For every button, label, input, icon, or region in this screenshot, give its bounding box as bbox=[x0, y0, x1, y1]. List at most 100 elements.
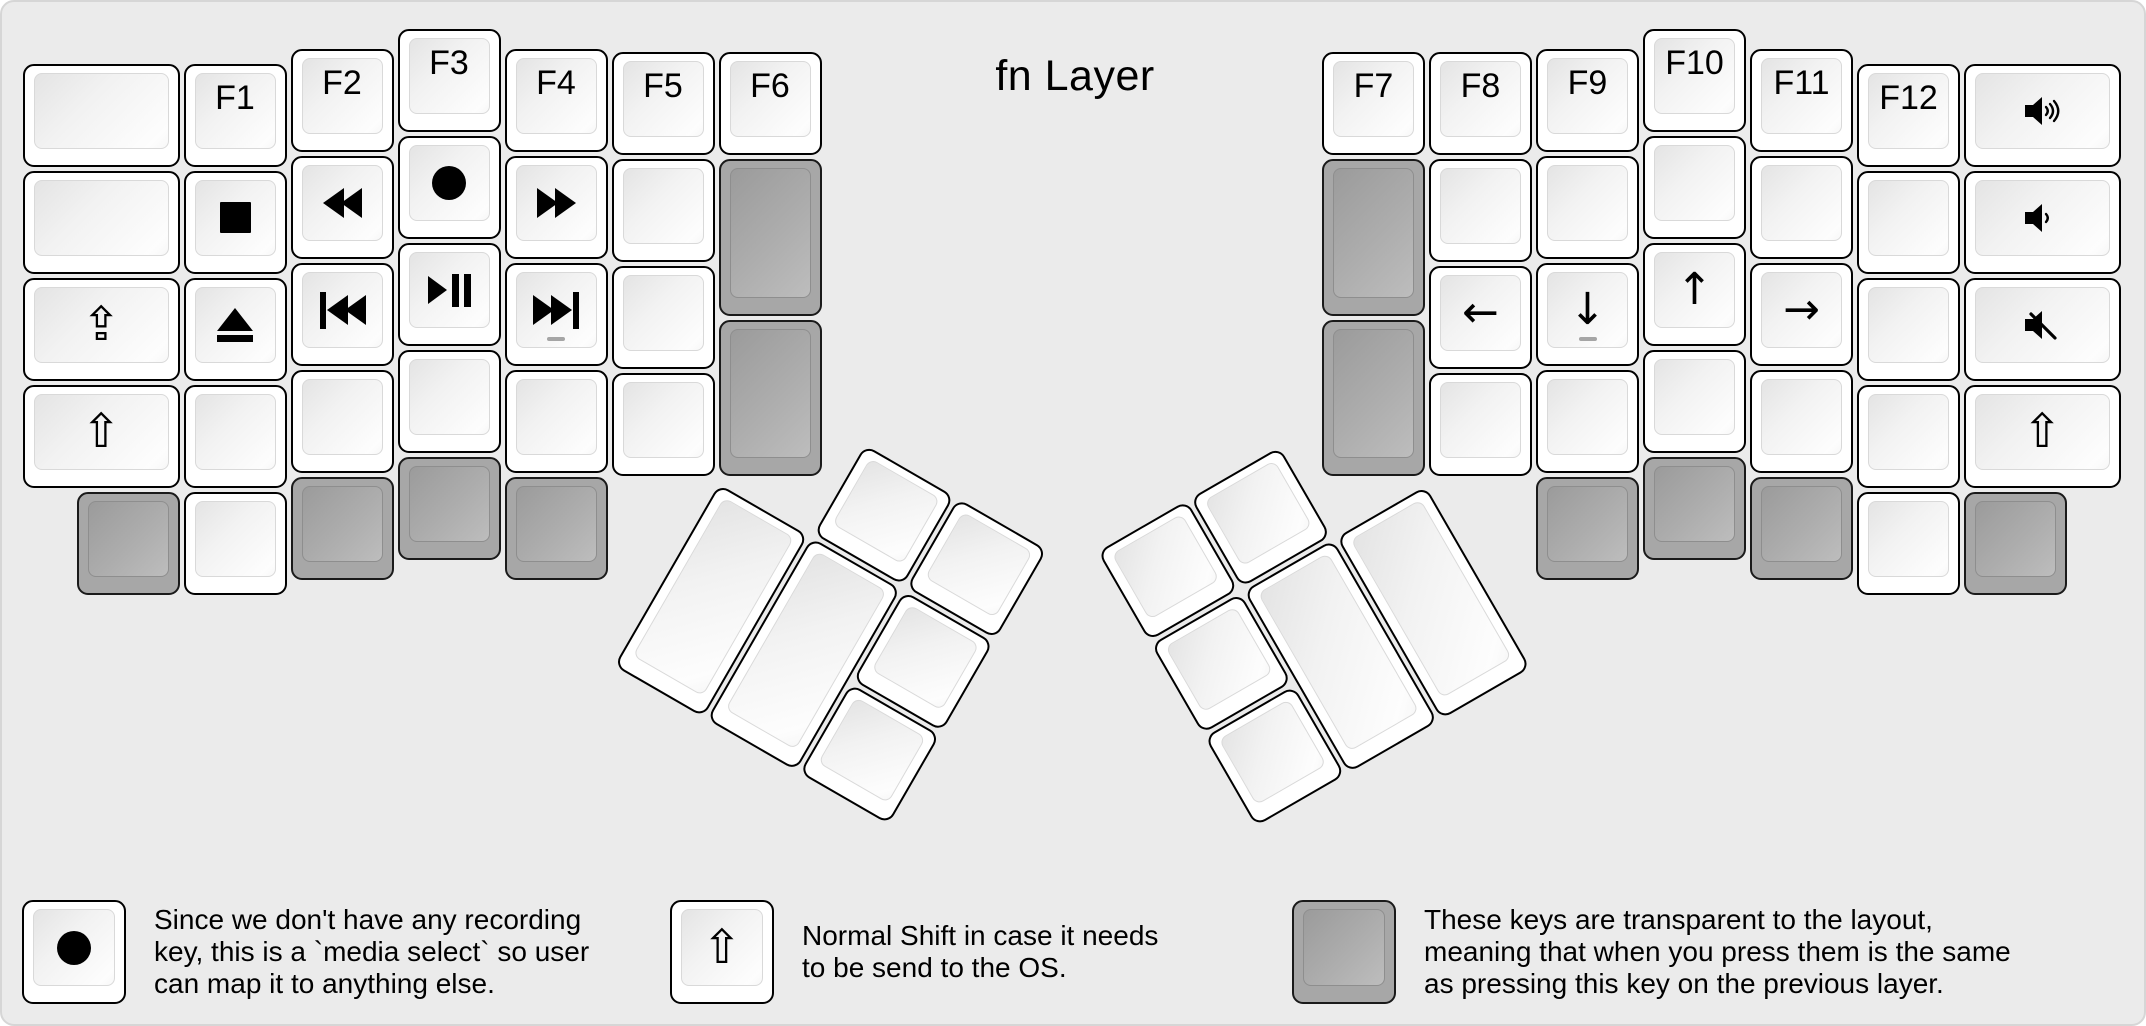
key-blank-r2c0-left[interactable] bbox=[23, 170, 180, 274]
key-blank-r4c11-right[interactable] bbox=[1750, 370, 1853, 474]
key-shift-right[interactable]: ⇧ bbox=[1964, 384, 2121, 488]
key-label: F4 bbox=[536, 64, 576, 103]
key-transparent-c4-left[interactable] bbox=[504, 477, 608, 581]
left-arrow-icon: ← bbox=[1462, 287, 1499, 338]
key-stop[interactable] bbox=[183, 170, 287, 274]
key-blank-r4c3-left[interactable] bbox=[397, 350, 501, 453]
key-rewind[interactable] bbox=[290, 156, 394, 260]
key-label: F11 bbox=[1773, 64, 1830, 103]
key-blank-r3c5-left[interactable] bbox=[611, 266, 715, 369]
key-f2[interactable]: F2 bbox=[290, 49, 394, 153]
key-transparent-c6-lower[interactable] bbox=[718, 319, 822, 476]
key-blank-r4c1-left[interactable] bbox=[183, 384, 287, 488]
key-cap bbox=[194, 500, 276, 577]
key-blank-r5c12-right[interactable] bbox=[1857, 491, 1960, 595]
legend-text-normal-shift: Normal Shift in case it needs to be send… bbox=[802, 920, 1158, 984]
key-f3[interactable]: F3 bbox=[397, 29, 501, 132]
key-blank-r5c1-left[interactable] bbox=[183, 491, 287, 595]
key-f12[interactable]: F12 bbox=[1857, 63, 1960, 167]
key-cap bbox=[1868, 500, 1949, 577]
key-cap bbox=[515, 379, 597, 456]
key-f6[interactable]: F6 bbox=[718, 52, 822, 155]
key-blank-r2c5-left[interactable] bbox=[611, 159, 715, 262]
key-blank-r2c12-right[interactable] bbox=[1857, 170, 1960, 274]
homing-bar bbox=[1578, 337, 1597, 342]
legend-line: Since we don't have any recording bbox=[154, 904, 582, 935]
key-transparent-c6-upper[interactable] bbox=[718, 159, 822, 316]
key-transparent-c10-right[interactable] bbox=[1643, 457, 1746, 560]
key-transparent-c3-left[interactable] bbox=[397, 457, 501, 560]
right-arrow-icon: → bbox=[1783, 284, 1820, 336]
key-transparent-bottom-left[interactable] bbox=[76, 491, 180, 595]
key-label: F9 bbox=[1567, 64, 1608, 103]
key-transparent-c2-left[interactable] bbox=[290, 477, 394, 581]
down-arrow-icon: ↓ bbox=[1569, 284, 1606, 336]
key-f8[interactable]: F8 bbox=[1429, 52, 1532, 155]
key-blank-r4c2-left[interactable] bbox=[290, 370, 394, 474]
legend-line: meaning that when you press them is the … bbox=[1424, 936, 2011, 967]
legend-line: can map it to anything else. bbox=[154, 968, 495, 999]
key-f1[interactable]: F1 bbox=[183, 63, 287, 167]
key-blank-r1c0-left[interactable] bbox=[23, 63, 180, 167]
key-cap bbox=[194, 179, 276, 256]
shift-icon: ⇧ bbox=[2022, 404, 2062, 460]
key-transparent-c11-right[interactable] bbox=[1750, 477, 1853, 581]
key-blank-r4c10-right[interactable] bbox=[1643, 350, 1746, 453]
key-transparent-c7-upper[interactable] bbox=[1322, 159, 1425, 316]
key-arrow-down[interactable]: ↓ bbox=[1536, 263, 1639, 367]
key-blank-r2c11-right[interactable] bbox=[1750, 156, 1853, 260]
key-blank-r4c12-right[interactable] bbox=[1857, 384, 1960, 488]
key-cap: F11 bbox=[1761, 58, 1842, 135]
key-transparent-c9-right[interactable] bbox=[1536, 477, 1639, 581]
key-transparent-c7-lower[interactable] bbox=[1322, 319, 1425, 476]
key-cap bbox=[1303, 909, 1385, 986]
key-volume-up[interactable] bbox=[1964, 63, 2121, 167]
key-blank-r4c8-right[interactable] bbox=[1429, 373, 1532, 476]
key-cap bbox=[301, 272, 383, 349]
key-label: F10 bbox=[1665, 44, 1724, 82]
key-play-pause[interactable] bbox=[397, 243, 501, 346]
legend-text-transparent-keys: These keys are transparent to the layout… bbox=[1424, 904, 2011, 1000]
key-mute[interactable] bbox=[1964, 277, 2121, 381]
key-volume-down[interactable] bbox=[1964, 170, 2121, 274]
key-blank-r4c9-right[interactable] bbox=[1536, 370, 1639, 474]
key-blank-r2c9-right[interactable] bbox=[1536, 156, 1639, 260]
key-f11[interactable]: F11 bbox=[1750, 49, 1853, 153]
key-prev-track[interactable] bbox=[290, 263, 394, 367]
key-shift-left[interactable]: ⇧ bbox=[23, 384, 180, 488]
key-f4[interactable]: F4 bbox=[504, 49, 608, 153]
key-label: F7 bbox=[1353, 67, 1394, 105]
key-arrow-right[interactable]: → bbox=[1750, 263, 1853, 367]
legend-item-media-select: Since we don't have any recording key, t… bbox=[22, 900, 589, 1004]
legend-line: as pressing this key on the previous lay… bbox=[1424, 968, 1944, 999]
up-arrow-icon: ↑ bbox=[1676, 264, 1713, 315]
record-icon bbox=[57, 930, 91, 965]
key-media-select[interactable] bbox=[397, 136, 501, 239]
key-caps-lock[interactable]: ⇪ bbox=[23, 277, 180, 381]
key-blank-r2c8-right[interactable] bbox=[1429, 159, 1532, 262]
key-f7[interactable]: F7 bbox=[1322, 52, 1425, 155]
key-f9[interactable]: F9 bbox=[1536, 49, 1639, 153]
key-f10[interactable]: F10 bbox=[1643, 29, 1746, 132]
legend-line: These keys are transparent to the layout… bbox=[1424, 904, 1933, 935]
key-cap bbox=[1547, 165, 1628, 242]
key-blank-r4c5-left[interactable] bbox=[611, 373, 715, 476]
legend-key-sample-0 bbox=[22, 900, 126, 1004]
key-transparent-bottom-right[interactable] bbox=[1964, 491, 2067, 595]
key-arrow-left[interactable]: ← bbox=[1429, 266, 1532, 369]
key-cap bbox=[1654, 466, 1735, 542]
key-blank-r2c10-right[interactable] bbox=[1643, 136, 1746, 239]
key-eject[interactable] bbox=[183, 277, 287, 381]
key-cap: ⇧ bbox=[681, 909, 763, 986]
key-blank-r4c4-left[interactable] bbox=[504, 370, 608, 474]
key-fast-forward[interactable] bbox=[504, 156, 608, 260]
shift-icon: ⇧ bbox=[81, 404, 121, 460]
key-cap bbox=[1868, 393, 1949, 470]
key-cap bbox=[33, 909, 115, 986]
key-f5[interactable]: F5 bbox=[611, 52, 715, 155]
key-cap: F12 bbox=[1868, 72, 1949, 149]
key-next-track[interactable] bbox=[504, 263, 608, 367]
key-blank-r3c12-right[interactable] bbox=[1857, 277, 1960, 381]
key-arrow-up[interactable]: ↑ bbox=[1643, 243, 1746, 346]
